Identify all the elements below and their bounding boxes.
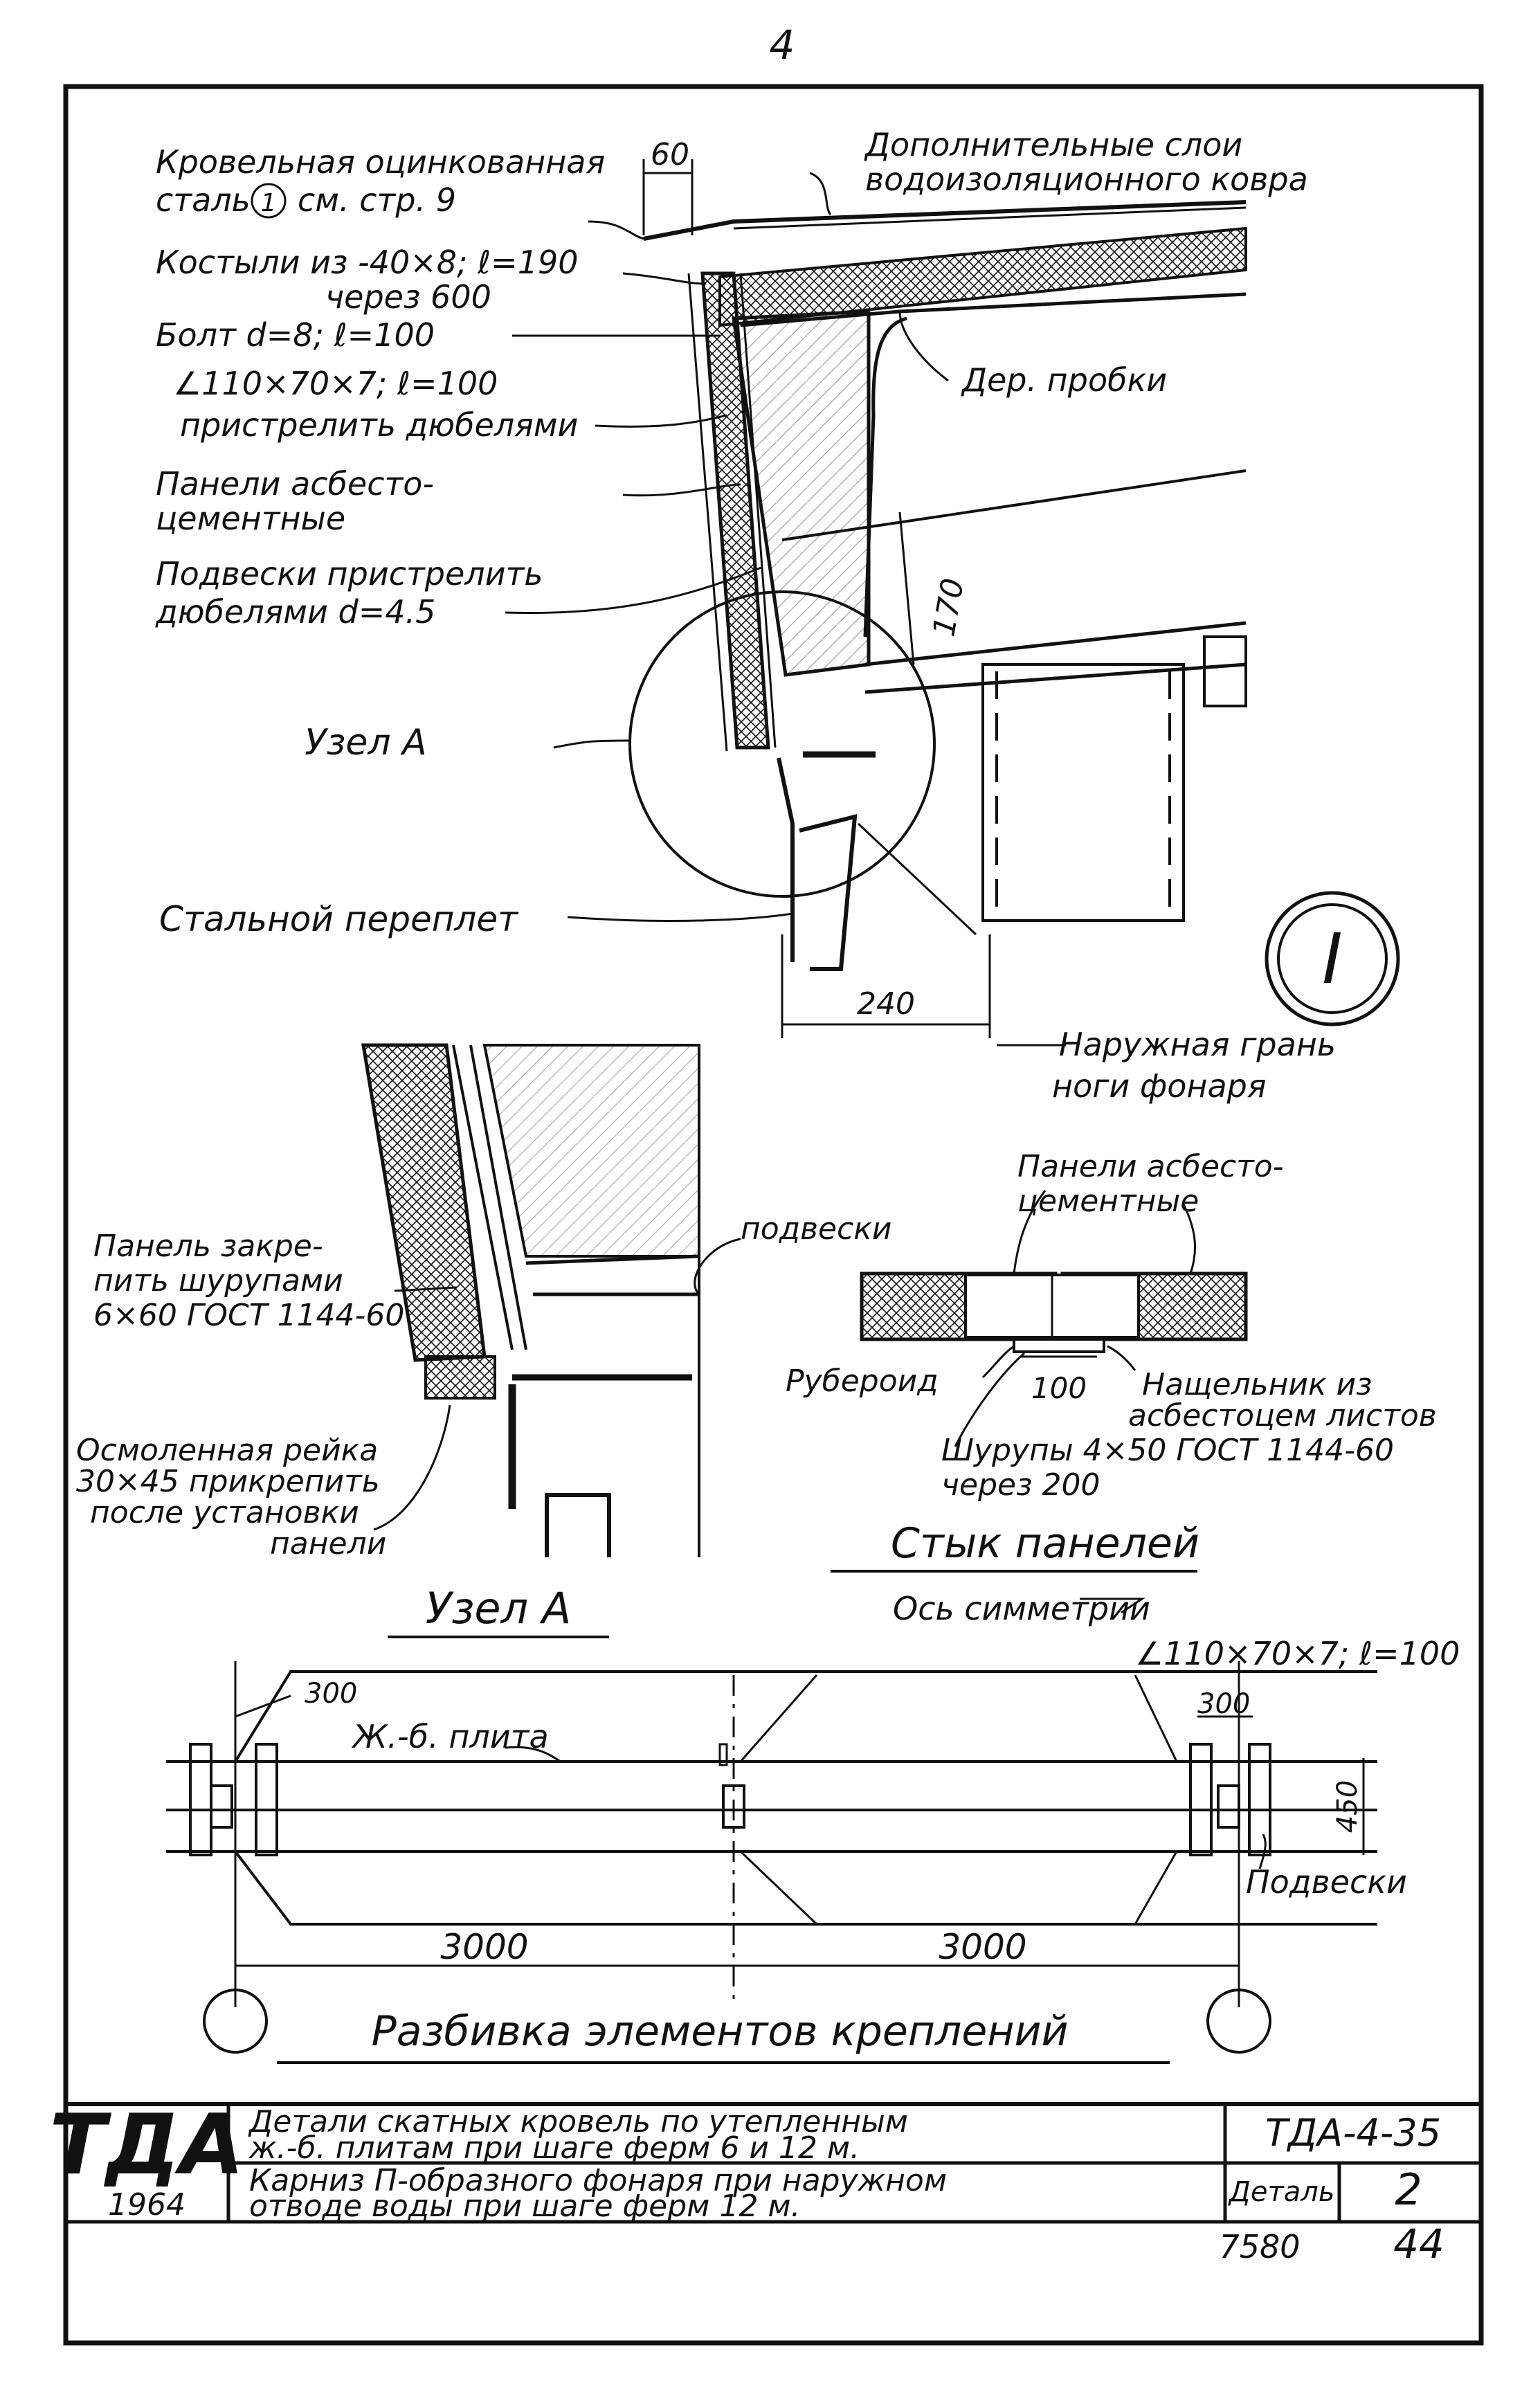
plan-dim-3000-left: 3000	[440, 1927, 528, 1967]
node-a-detail: Панель закре- пить шурупами 6×60 ГОСТ 11…	[76, 1043, 891, 1638]
slab-rib	[863, 316, 907, 637]
joint-label-screws-2: через 200	[941, 1467, 1100, 1503]
label-panels: Панели асбесто-	[156, 465, 434, 503]
axis-bubble-right	[1206, 1989, 1271, 2054]
plan-slab-outline	[234, 1670, 1377, 1763]
plan-label-hangers: Подвески	[1246, 1863, 1407, 1901]
tb-year: 1964	[108, 2187, 185, 2222]
plan-label-slab: Ж.-б. плита	[351, 1718, 549, 1755]
roof-insulation	[718, 226, 1247, 327]
dim-170: 170	[926, 576, 971, 640]
sheet-number: 44	[1393, 2220, 1444, 2267]
label-outer-face-2: ноги фонаря	[1052, 1067, 1267, 1105]
label-steel-frame: Стальной переплет	[159, 899, 519, 939]
label-tarred-3: после установки	[90, 1495, 359, 1530]
label-tarred: Осмоленная рейка	[76, 1433, 378, 1468]
dim-240: 240	[857, 986, 915, 1022]
joint-label-panels: Панели асбесто-	[1017, 1149, 1284, 1184]
detail-circle-outer	[1265, 891, 1400, 1026]
tb-subtitle-1: Карниз П-образного фонаря при наружном	[249, 2163, 947, 2198]
label-angle-2: пристрелить дюбелями	[180, 406, 578, 444]
detail-circle-inner	[1277, 903, 1388, 1014]
tb-code: ТДА-4-35	[1265, 2111, 1441, 2155]
label-wood-plugs: Дер. пробки	[961, 361, 1167, 399]
title-block: ТДА 1964 Детали скатных кровель по утепл…	[49, 2097, 1481, 2224]
label-panel-fix-3: 6×60 ГОСТ 1144-60	[93, 1298, 404, 1333]
label-roof-steel-circle: 1	[261, 189, 277, 217]
label-hangers-2: дюбелями d=4.5	[155, 593, 435, 631]
label-crutches-2: через 600	[325, 278, 491, 316]
fastening-plan: 300 300 450 3000 3000 Ось симметрии ∠110…	[166, 1590, 1460, 2064]
label-tarred-4: панели	[270, 1526, 386, 1561]
joint-label-cover: Нащельник из	[1142, 1367, 1373, 1402]
tb-title-2: ж.-б. плитам при шаге ферм 6 и 12 м.	[248, 2130, 860, 2166]
tb-detail-number: 2	[1395, 2164, 1422, 2215]
plan-title: Разбивка элементов креплений	[372, 2007, 1069, 2056]
archive-number: 7580	[1219, 2228, 1300, 2265]
plan-dim-300-right: 300	[1197, 1688, 1250, 1720]
dim-60: 60	[651, 137, 689, 172]
joint-label-screws: Шурупы 4×50 ГОСТ 1144-60	[941, 1433, 1394, 1468]
tb-title-1: Детали скатных кровель по утепленным	[248, 2104, 908, 2139]
joint-cover-strip	[1013, 1338, 1105, 1353]
label-panel-fix: Панель закре-	[93, 1229, 323, 1264]
axis-bubble-left	[203, 1989, 268, 2054]
label-extra-layers: Дополнительные слои	[864, 126, 1242, 163]
joint-label-panels-2: цементные	[1017, 1184, 1199, 1219]
eave-section: 240 170 60 Кровельная оцинкованная сталь	[155, 126, 1400, 1105]
panel-joint-detail: 100 Панели асбесто- цементные Рубероид Н…	[786, 1149, 1437, 1573]
label-outer-face: Наружная грань	[1059, 1026, 1336, 1063]
asbestos-panel	[700, 271, 770, 750]
plan-label-symmetry: Ось симметрии	[893, 1590, 1150, 1627]
label-roof-steel-3: см. стр. 9	[298, 181, 456, 219]
plan-hangers	[189, 1743, 1271, 1856]
label-panel-fix-2: пить шурупами	[93, 1263, 343, 1298]
plan-label-angle: ∠110×70×7; ℓ=100	[1135, 1635, 1460, 1672]
node-a-circle	[628, 590, 936, 898]
plan-dim-450: 450	[1332, 1780, 1364, 1833]
node-a-frame	[545, 1493, 611, 1557]
tb-subtitle-2: отводе воды при шаге ферм 12 м.	[249, 2189, 801, 2224]
label-node-hangers: подвески	[741, 1211, 891, 1247]
plan-dim-300-left: 300	[305, 1678, 357, 1710]
label-bolt: Болт d=8; ℓ=100	[156, 316, 435, 354]
label-roof-steel: Кровельная оцинкованная	[156, 143, 605, 181]
joint-title: Стык панелей	[891, 1519, 1199, 1568]
label-extra-layers-2: водоизоляционного ковра	[865, 161, 1308, 198]
label-panels-2: цементные	[156, 500, 345, 537]
page-number: 4	[770, 21, 795, 69]
roof-steel-circle	[251, 183, 287, 219]
sheet-frame	[63, 84, 1484, 2346]
plan-dim-3000-right: 3000	[939, 1927, 1026, 1967]
steel-frame	[799, 814, 858, 971]
tarred-strip	[424, 1355, 496, 1400]
joint-label-ruberoid: Рубероид	[786, 1364, 939, 1399]
joint-dim-100: 100	[1031, 1371, 1087, 1405]
joint-label-cover-2: асбестоцем листов	[1128, 1398, 1437, 1433]
label-node-a: Узел A	[305, 722, 427, 763]
roof-steel	[643, 200, 1247, 241]
label-tarred-2: 30×45 прикрепить	[76, 1464, 380, 1499]
label-roof-steel-2: сталь	[156, 181, 251, 219]
tb-org: ТДА	[49, 2097, 244, 2193]
tb-detail-label: Деталь	[1228, 2176, 1335, 2208]
label-hangers: Подвески пристрелить	[156, 555, 543, 592]
node-a-slab	[482, 1044, 700, 1258]
label-crutches: Костыли из -40×8; ℓ=190	[156, 244, 579, 281]
lantern-leg	[981, 663, 1185, 922]
detail-circle-label: I	[1322, 918, 1343, 999]
node-a-title: Узел A	[426, 1583, 572, 1633]
label-angle: ∠110×70×7; ℓ=100	[173, 365, 498, 402]
